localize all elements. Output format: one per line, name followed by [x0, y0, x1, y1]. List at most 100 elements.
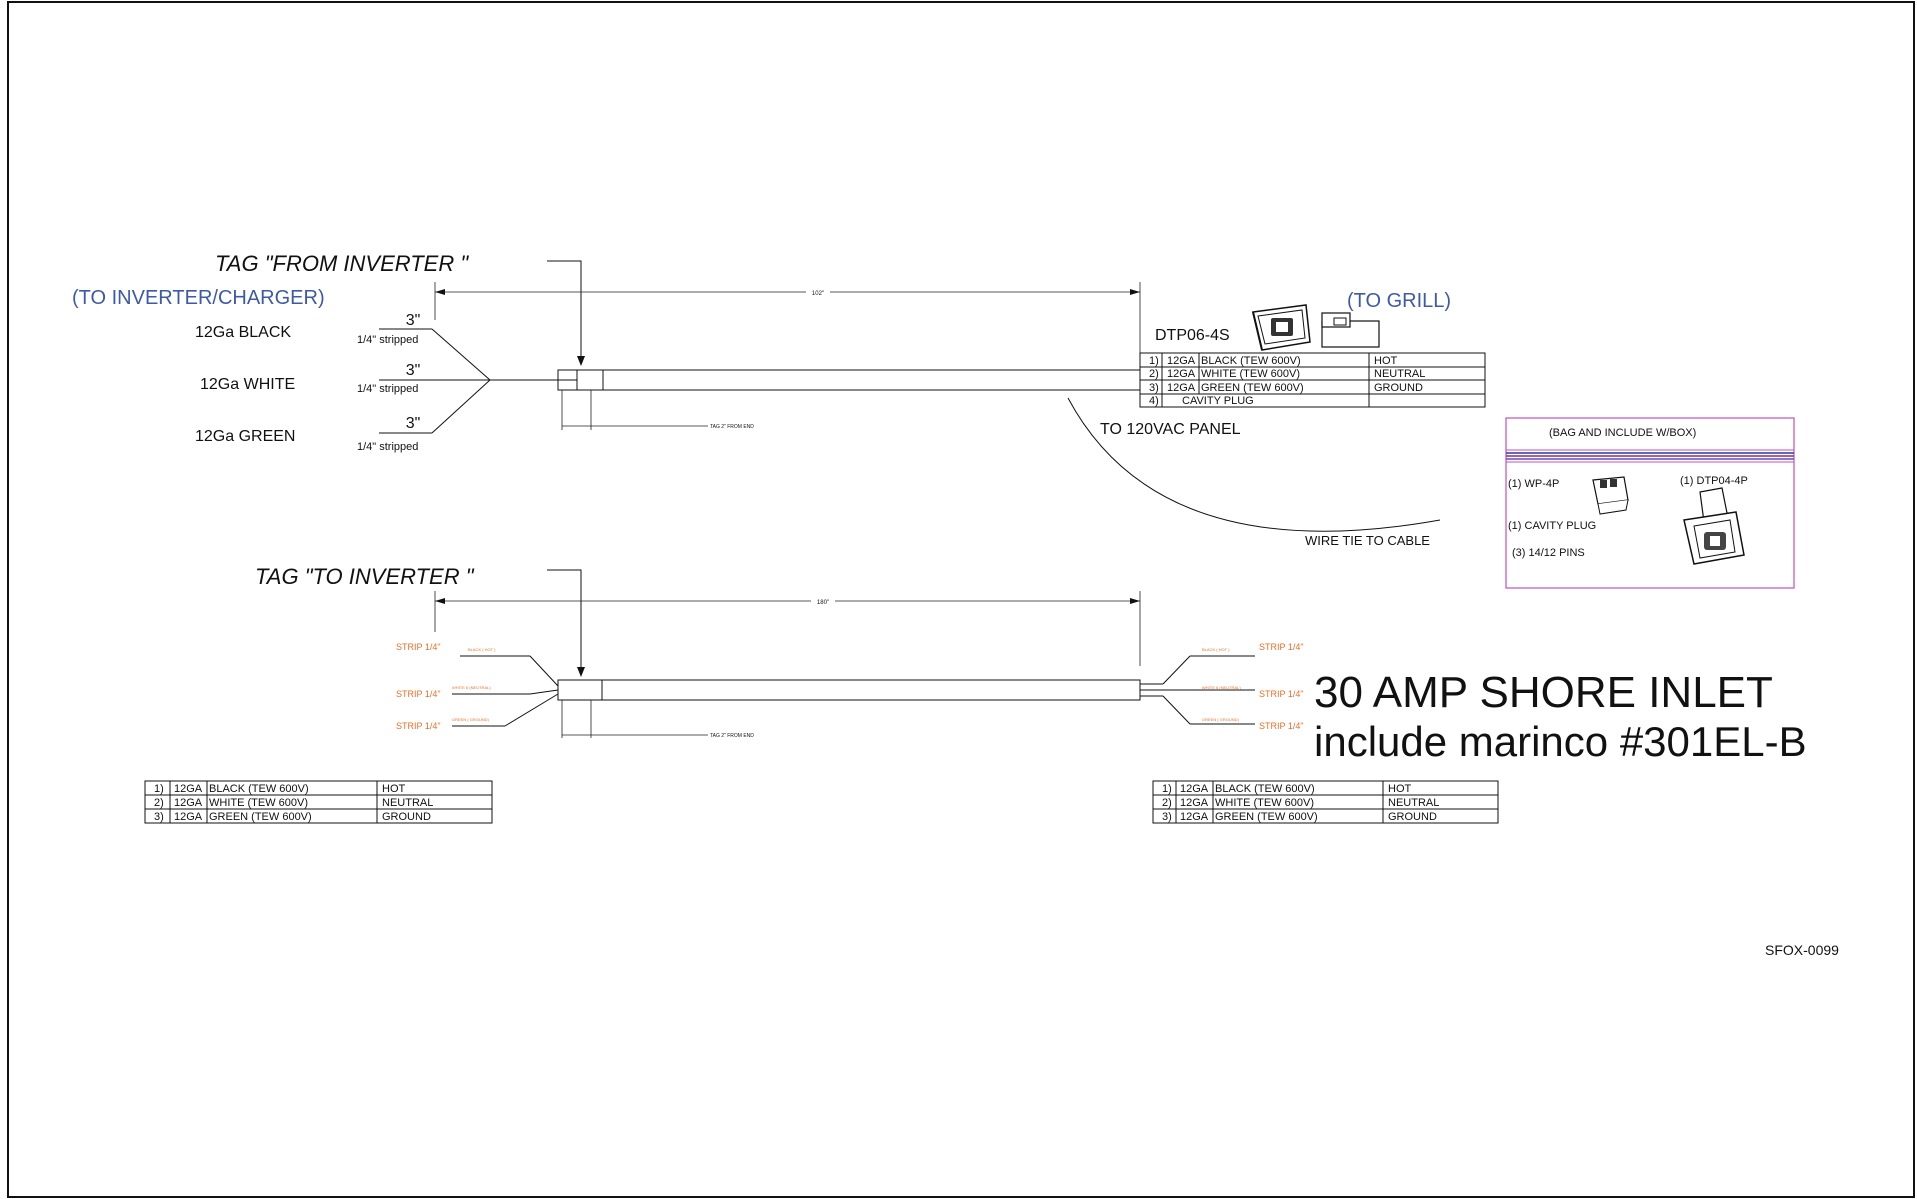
bottom-right-pin-table [1152, 780, 1499, 824]
bl-gauge: 12GA [174, 797, 203, 809]
bag-title: (BAG AND INCLUDE W/BOX) [1549, 427, 1696, 439]
top-pin-gauge: 12GA [1167, 355, 1196, 367]
top-wire-length-green: 3" [406, 415, 421, 432]
top-pin-table [1139, 352, 1486, 408]
br-num: 1) [1162, 783, 1172, 795]
br-gauge: 12GA [1180, 797, 1209, 809]
bl-num: 2) [154, 797, 164, 809]
bl-func: NEUTRAL [382, 797, 433, 809]
bottom-left-pin-table [144, 780, 493, 824]
top-pin-num: 1) [1149, 355, 1159, 367]
to-inverter-charger-label: (TO INVERTER/CHARGER) [72, 287, 325, 309]
bottom-strip-right-3: STRIP 1/4" [1259, 721, 1304, 731]
wire-tie-label: WIRE TIE TO CABLE [1305, 533, 1430, 548]
bottom-cable [557, 679, 1141, 701]
bottom-length-dimension: 180" [817, 600, 829, 606]
top-wire-strip-black: 1/4" stripped [357, 334, 418, 346]
connector-name: DTP06-4S [1155, 327, 1230, 344]
top-pin-desc: WHITE (TEW 600V) [1201, 368, 1300, 380]
bag-pins: (3) 14/12 PINS [1512, 547, 1585, 559]
top-tag-note: TAG 2" FROM END [710, 424, 754, 430]
top-length-dimension: 102" [812, 291, 824, 297]
bottom-strip-left-3: STRIP 1/4" [396, 721, 441, 731]
bottom-left-table-row: 3) 12GA GREEN (TEW 600V) GROUND [154, 811, 431, 823]
bl-num: 3) [154, 811, 164, 823]
bottom-tag-label: TAG "TO INVERTER " [255, 564, 475, 589]
bottom-wire-small-right-2: WHITE 6 (NEUTRAL) [1202, 685, 1241, 690]
bl-func: GROUND [382, 811, 431, 823]
bl-gauge: 12GA [174, 783, 203, 795]
top-pin-table-row: 4) CAVITY PLUG [1149, 395, 1254, 407]
top-tag-leader [547, 260, 582, 362]
bottom-strip-right-2: STRIP 1/4" [1259, 689, 1304, 699]
bottom-dim-arrow-right [1130, 598, 1140, 604]
sheet-border [7, 1, 1915, 1198]
dtp04-4p-icon [1683, 487, 1745, 565]
top-dim-arrow-left [435, 289, 445, 295]
to-grill-label: (TO GRILL) [1347, 290, 1451, 312]
br-gauge: 12GA [1180, 811, 1209, 823]
top-dim-arrow-right [1130, 289, 1140, 295]
top-tag-arrowhead [577, 356, 585, 366]
bottom-strip-right-1: STRIP 1/4" [1259, 642, 1304, 652]
bottom-tag-arrowhead [577, 667, 585, 677]
bottom-strip-left-2: STRIP 1/4" [396, 689, 441, 699]
top-wire-fanout [379, 328, 558, 434]
top-wire-length-white: 3" [406, 362, 421, 379]
top-pin-gauge: 12GA [1167, 368, 1196, 380]
top-pin-func: NEUTRAL [1374, 368, 1425, 380]
shore-inlet-title: 30 AMP SHORE INLET [1314, 668, 1773, 717]
bottom-dim-mask [811, 596, 835, 605]
bottom-wire-small-left-1: BLACK ( HOT ) [468, 647, 496, 652]
bottom-dim-arrow-left [435, 598, 445, 604]
bag-wp: (1) WP-4P [1508, 478, 1559, 490]
wp-4p-icon [1592, 476, 1629, 515]
bottom-tag-note: TAG 2" FROM END [710, 733, 754, 739]
top-pin-table-row: 3) 12GA GREEN (TEW 600V) GROUND [1149, 382, 1423, 394]
top-pin-desc: CAVITY PLUG [1182, 395, 1254, 407]
top-wire-length-black: 3" [406, 312, 421, 329]
bl-func: HOT [382, 783, 406, 795]
top-pin-desc: GREEN (TEW 600V) [1201, 382, 1304, 394]
bag-dtp: (1) DTP04-4P [1680, 475, 1748, 487]
bottom-tag-leader [547, 569, 582, 673]
top-wire-strip-green: 1/4" stripped [357, 441, 418, 453]
br-func: NEUTRAL [1388, 797, 1439, 809]
drawing-number: SFOX-0099 [1765, 942, 1839, 958]
bottom-right-wire-fanout [1140, 655, 1255, 725]
top-pin-num: 3) [1149, 382, 1159, 394]
top-pin-gauge: 12GA [1167, 382, 1196, 394]
bottom-strip-left-1: STRIP 1/4" [396, 642, 441, 652]
top-pin-table-row: 2) 12GA WHITE (TEW 600V) NEUTRAL [1149, 368, 1425, 380]
bottom-right-table-row: 1) 12GA BLACK (TEW 600V) HOT [1162, 783, 1412, 795]
bottom-wire-small-left-3: GREEN ( GROUND) [452, 717, 490, 722]
br-func: HOT [1388, 783, 1412, 795]
bottom-wire-small-right-3: GREEN ( GROUND) [1202, 717, 1240, 722]
top-wire-label-green: 12Ga GREEN [195, 428, 295, 445]
shore-inlet-subtitle: include marinco #301EL-B [1314, 718, 1807, 765]
bl-gauge: 12GA [174, 811, 203, 823]
bl-desc: BLACK (TEW 600V) [209, 783, 309, 795]
bottom-right-table-row: 2) 12GA WHITE (TEW 600V) NEUTRAL [1162, 797, 1439, 809]
bottom-right-table-row: 3) 12GA GREEN (TEW 600V) GROUND [1162, 811, 1437, 823]
br-gauge: 12GA [1180, 783, 1209, 795]
bottom-wire-small-right-1: BLACK ( HOT ) [1202, 647, 1230, 652]
bag-cavity: (1) CAVITY PLUG [1508, 520, 1596, 532]
bottom-left-table-row: 1) 12GA BLACK (TEW 600V) HOT [154, 783, 406, 795]
br-desc: BLACK (TEW 600V) [1215, 783, 1315, 795]
top-pin-num: 4) [1149, 395, 1159, 407]
br-func: GROUND [1388, 811, 1437, 823]
top-wire-label-black: 12Ga BLACK [195, 324, 291, 341]
br-num: 2) [1162, 797, 1172, 809]
dtp06-connector-icon [1252, 304, 1311, 351]
top-pin-func: GROUND [1374, 382, 1423, 394]
top-pin-func: HOT [1374, 355, 1398, 367]
wire-tie-arc [1067, 397, 1441, 532]
br-desc: GREEN (TEW 600V) [1215, 811, 1318, 823]
top-pin-desc: BLACK (TEW 600V) [1201, 355, 1301, 367]
dtp06-side-icon [1321, 312, 1380, 348]
top-pin-table-row: 1) 12GA BLACK (TEW 600V) HOT [1149, 355, 1398, 367]
to-panel-label: TO 120VAC PANEL [1100, 421, 1241, 438]
top-dim-mask [806, 287, 830, 296]
bottom-left-table-row: 2) 12GA WHITE (TEW 600V) NEUTRAL [154, 797, 433, 809]
